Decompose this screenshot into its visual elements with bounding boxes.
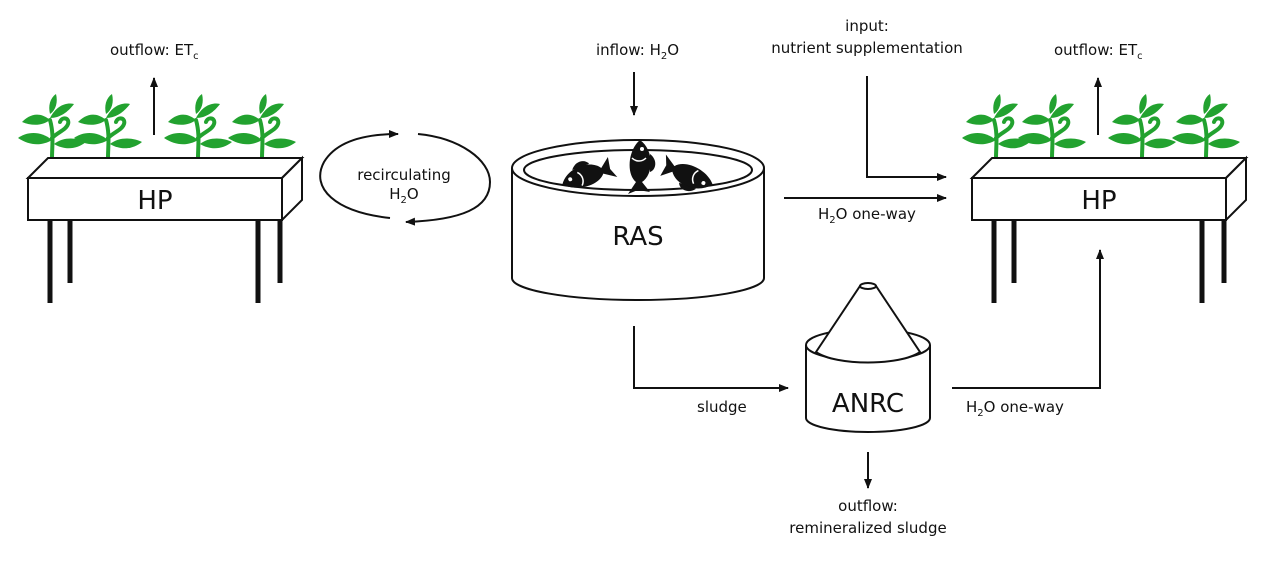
svg-text:H2O one-way: H2O one-way [966, 398, 1064, 419]
recirculating-o: O [407, 185, 419, 203]
recirculating-label: recirculating [357, 166, 451, 184]
svg-text:outflow: ETc: outflow: ETc [110, 41, 199, 62]
hp-right-label: HP [1081, 186, 1116, 216]
remineralized-sludge-label: remineralized sludge [789, 519, 946, 537]
outflow-right-sub: c [1137, 51, 1143, 62]
ras-tank: RAS [511, 139, 765, 301]
recirculating-sub: 2 [401, 195, 407, 206]
hp-left-bed: HP [16, 92, 305, 303]
recirculating-h: H [389, 185, 400, 203]
hp-right-bed: HP [960, 92, 1249, 303]
ras-label: RAS [612, 222, 663, 252]
svg-text:outflow: ETc: outflow: ETc [1054, 41, 1143, 62]
oneway-top-sub: 2 [829, 215, 835, 226]
oneway-top-h: H [818, 205, 829, 223]
input-arrow [866, 76, 947, 181]
anrc-reactor: ANRC [805, 282, 931, 433]
svg-text:H2O one-way: H2O one-way [818, 205, 916, 226]
plant-icon [16, 92, 298, 160]
svg-text:H2O: H2O [389, 185, 418, 206]
outflow-left-label: outflow: ET [110, 41, 194, 59]
inflow-label: inflow: H [596, 41, 661, 59]
sludge-label: sludge [697, 398, 747, 416]
oneway-bottom-h: H [966, 398, 977, 416]
oneway-bottom-sub: 2 [977, 408, 983, 419]
inflow-sub: 2 [661, 51, 667, 62]
outflow-left-sub: c [193, 51, 199, 62]
outflow-right-label: outflow: ET [1054, 41, 1138, 59]
nutrient-supplementation-label: nutrient supplementation [771, 39, 963, 57]
inflow-o: O [667, 41, 679, 59]
oneway-top-label: O one-way [836, 205, 916, 223]
oneway-bottom-label: O one-way [984, 398, 1064, 416]
recirculation-loop [319, 130, 492, 226]
sludge-arrow [633, 326, 789, 392]
anrc-label: ANRC [832, 389, 904, 419]
outflow-bottom-label: outflow: [838, 497, 898, 515]
svg-text:inflow: H2O: inflow: H2O [596, 41, 679, 62]
input-label: input: [845, 17, 889, 35]
hp-left-label: HP [137, 186, 172, 216]
cone-icon [814, 282, 922, 364]
anrc-to-hp-arrow [952, 249, 1104, 389]
plant-icon [960, 92, 1242, 160]
